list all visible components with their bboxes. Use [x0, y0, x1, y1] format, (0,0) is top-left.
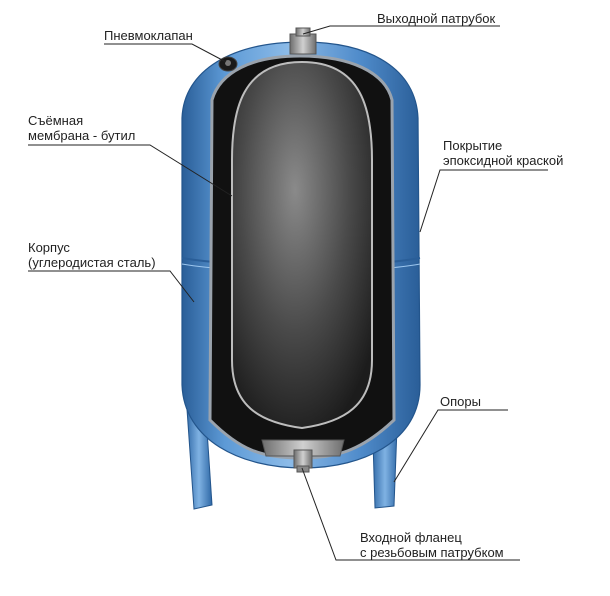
- label-body-line1: Корпус: [28, 240, 70, 255]
- label-coating: Покрытие эпоксидной краской: [443, 138, 563, 168]
- label-inlet-line1: Входной фланец: [360, 530, 462, 545]
- outlet-fitting: [289, 33, 317, 55]
- label-body-line2: (углеродистая сталь): [28, 255, 156, 270]
- leader-lines: [28, 25, 548, 561]
- label-inlet: Входной фланец с резьбовым патрубком: [360, 530, 504, 560]
- membrane: [231, 60, 373, 430]
- label-outlet: Выходной патрубок: [377, 11, 496, 26]
- label-coating-line1: Покрытие: [443, 138, 503, 153]
- label-membrane-line2: мембрана - бутил: [28, 128, 136, 143]
- leader-valve: [104, 43, 227, 63]
- label-membrane: Съёмная мембрана - бутил: [28, 113, 135, 143]
- leader-body: [28, 270, 195, 303]
- label-body: Корпус (углеродистая сталь): [28, 240, 156, 270]
- label-supports: Опоры: [440, 394, 481, 409]
- leader-supports: [393, 409, 508, 483]
- label-valve: Пневмоклапан: [104, 28, 193, 43]
- leader-inlet: [301, 467, 520, 561]
- leader-coating: [419, 169, 548, 233]
- leader-outlet: [302, 25, 500, 35]
- label-inlet-line2: с резьбовым патрубком: [360, 545, 504, 560]
- inlet-flange: [261, 439, 345, 457]
- label-coating-line2: эпоксидной краской: [443, 153, 564, 168]
- label-membrane-line1: Съёмная: [28, 113, 84, 128]
- leader-membrane: [28, 144, 233, 197]
